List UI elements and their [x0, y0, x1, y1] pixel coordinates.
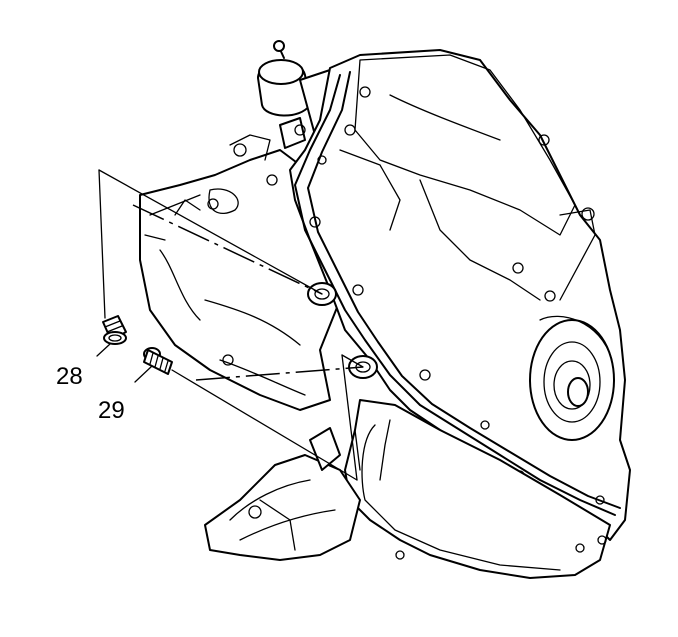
- bolt-29: [143, 347, 173, 375]
- crankshaft-pulley: [529, 315, 615, 441]
- callout-29: 29: [98, 397, 125, 424]
- lower-components: [204, 427, 361, 561]
- callout-28: 28: [56, 363, 83, 390]
- transmission-case: [139, 134, 341, 411]
- leader-lines: [98, 169, 364, 481]
- leader-28: [96, 343, 111, 357]
- leader-29: [134, 365, 153, 383]
- bolt-28: [102, 315, 127, 345]
